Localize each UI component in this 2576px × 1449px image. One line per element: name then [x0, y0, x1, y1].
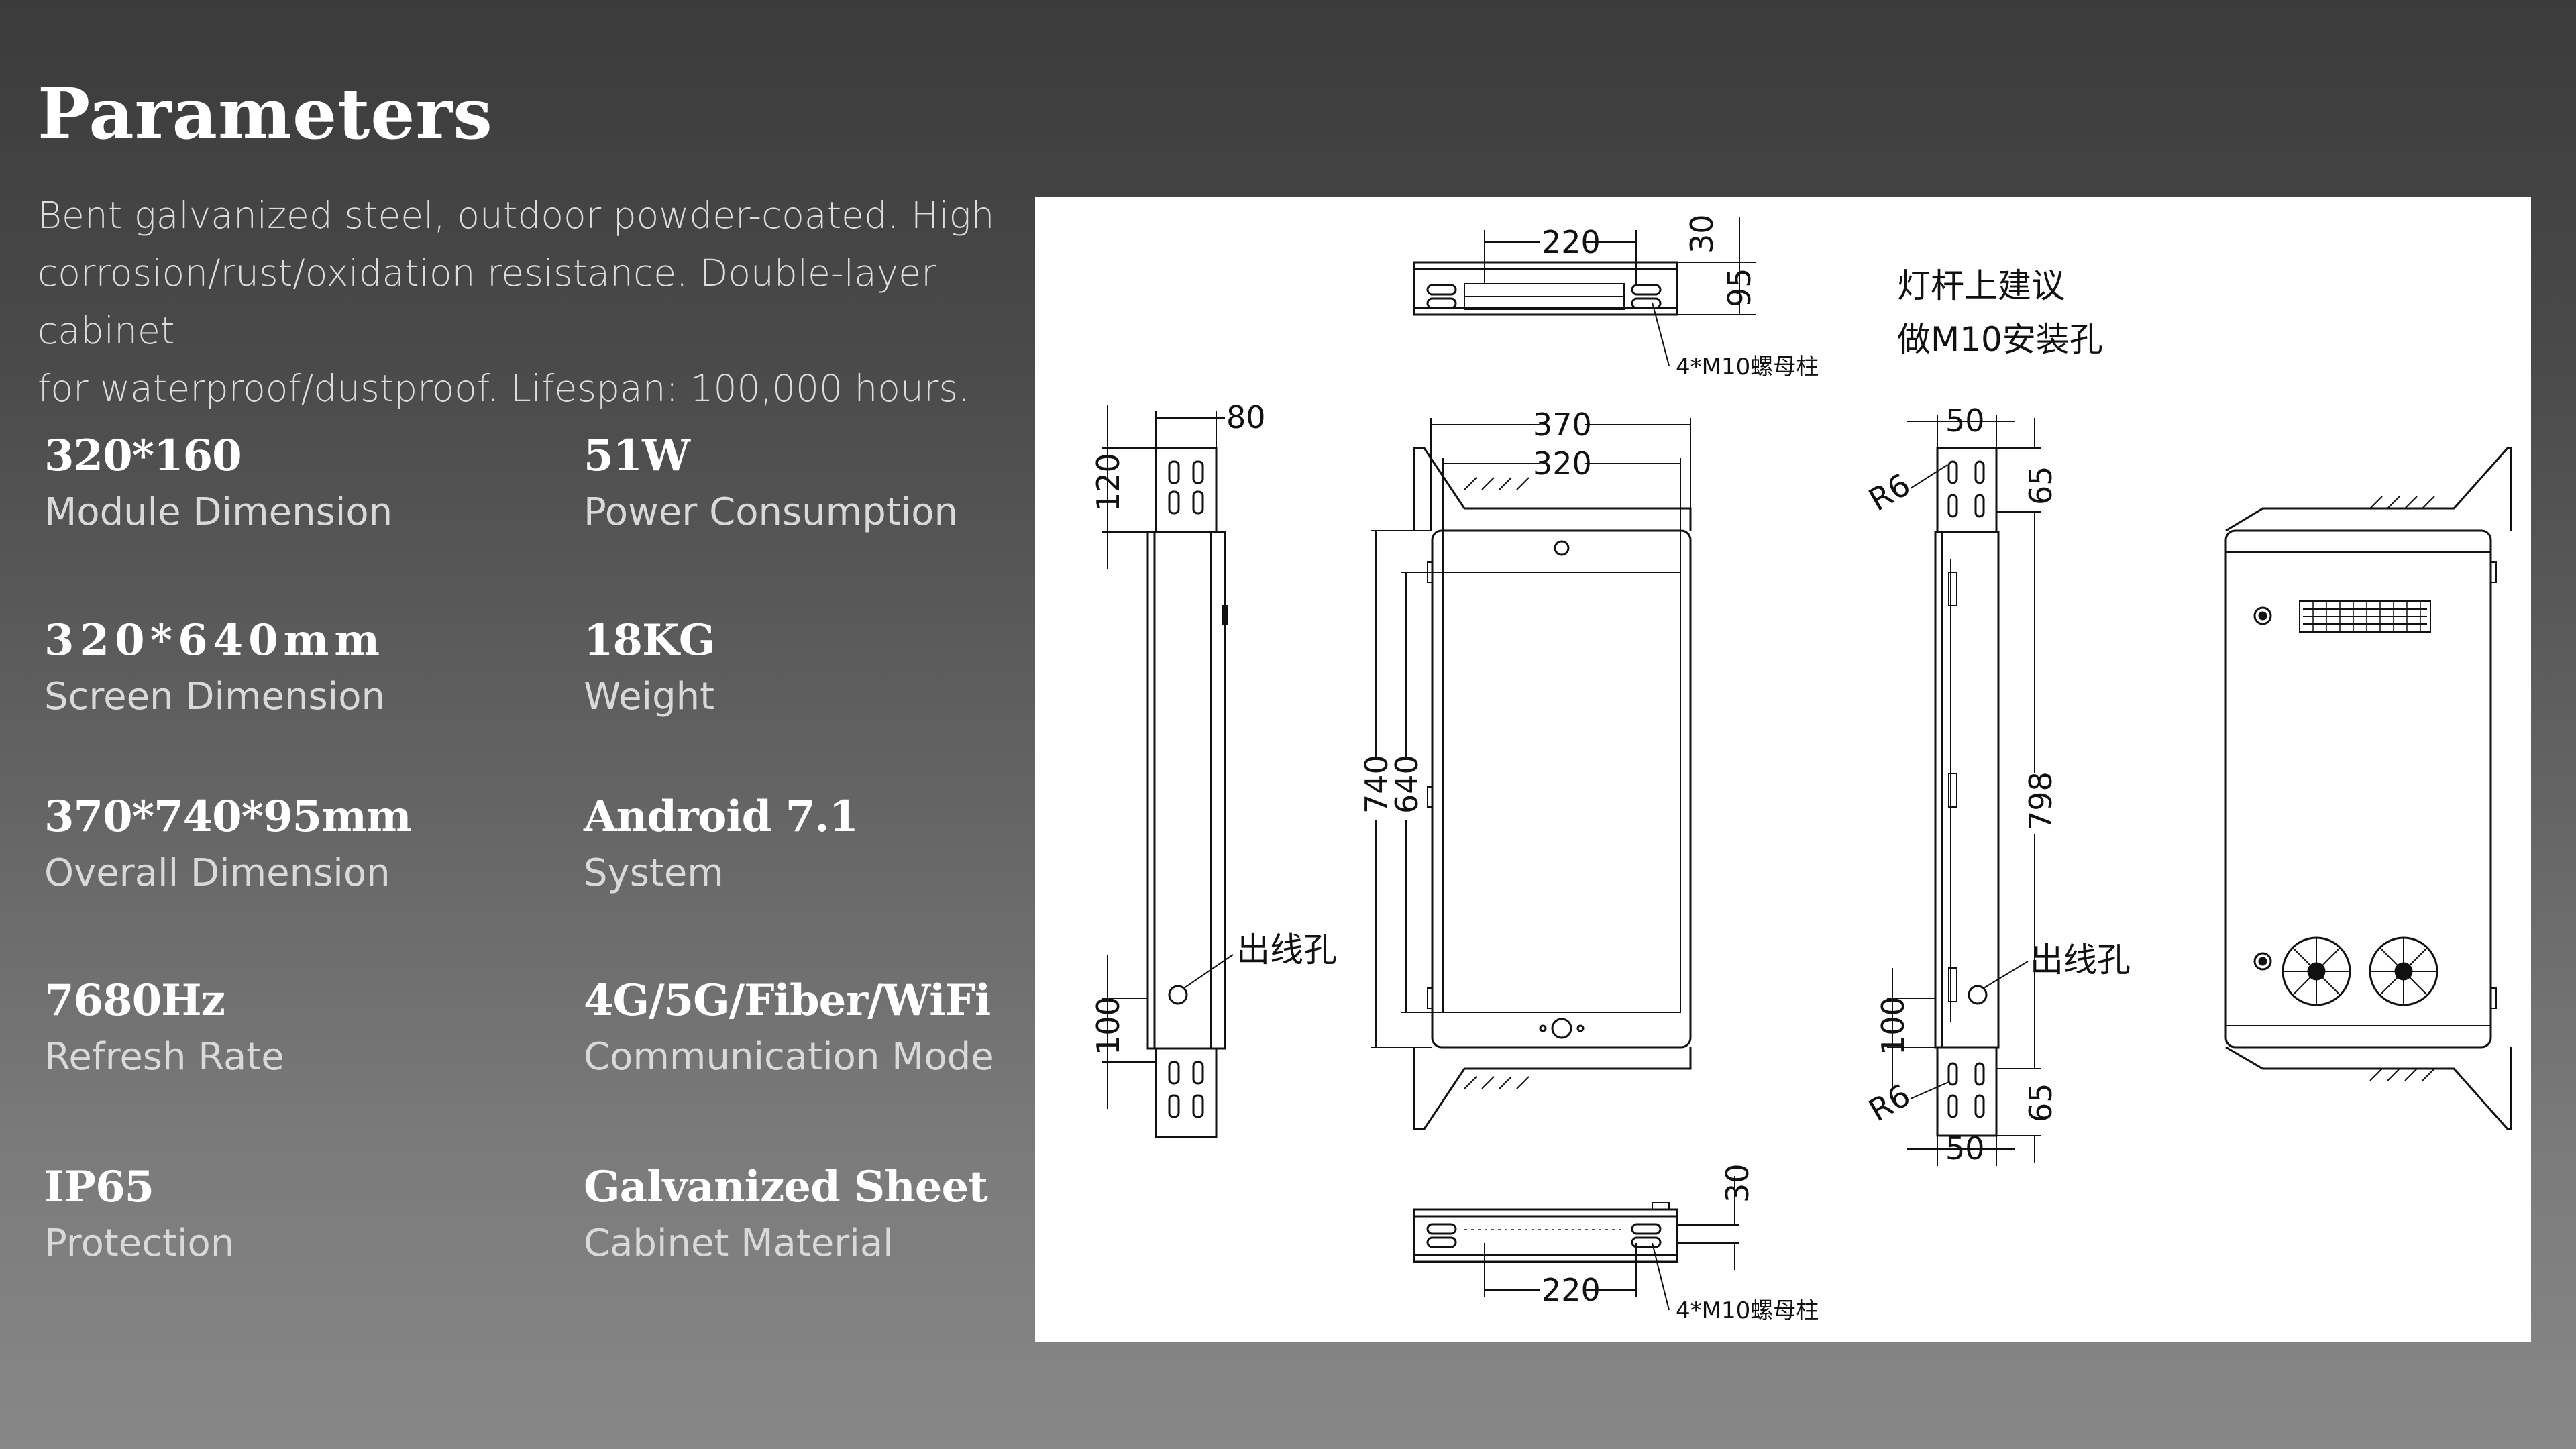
spec-grid: 320*160 Module Dimension 51W Power Consu…	[0, 0, 1033, 1449]
top-width-label: 220	[1542, 224, 1601, 260]
pole-note-line-2: 做M10安装孔	[1897, 320, 2103, 359]
rear-bracket-top-label: 65	[2023, 466, 2059, 505]
spec-system: Android 7.1 System	[584, 790, 1093, 898]
spec-cabinet-material: Galvanized Sheet Cabinet Material	[584, 1161, 1093, 1268]
front-screen-width-label: 320	[1533, 445, 1592, 482]
rear-total-height-label: 798	[2023, 771, 2059, 830]
technical-drawing: 220 30 95 4*M10螺母柱 灯杆上建议 做M10安装孔 80 120 …	[1090, 214, 2512, 1324]
side-cable-hole-label: 出线孔	[1236, 930, 1337, 969]
top-bolt-note: 4*M10螺母柱	[1676, 354, 1819, 380]
spec-screen-dimension: 320*640mm Screen Dimension	[44, 614, 554, 721]
pole-note-line-1: 灯杆上建议	[1897, 266, 2065, 305]
side-bottom-bracket-label: 100	[1090, 996, 1126, 1055]
bottom-view	[1413, 1176, 1739, 1311]
front-overall-width-label: 370	[1533, 407, 1592, 443]
spec-value: Galvanized Sheet	[584, 1162, 988, 1212]
top-small-height-label: 30	[1684, 214, 1720, 254]
description-line-3: for waterproof/dustproof. Lifespan: 100,…	[38, 367, 970, 410]
top-view	[1413, 217, 1756, 366]
spec-value: 320*640mm	[44, 615, 386, 665]
rear-bracket-width-bottom-label: 50	[1945, 1130, 1985, 1167]
spec-value: 320*160	[44, 431, 242, 481]
spec-weight: 18KG Weight	[584, 614, 1093, 721]
front-screen-height-label: 640	[1389, 755, 1425, 814]
technical-drawing-panel: 220 30 95 4*M10螺母柱 灯杆上建议 做M10安装孔 80 120 …	[1035, 197, 2531, 1342]
spec-communication-mode: 4G/5G/Fiber/WiFi Communication Mode	[584, 974, 1093, 1081]
page-title: Parameters	[38, 72, 493, 155]
rear-radius-bottom-label: R6	[1863, 1077, 1917, 1128]
bottom-small-height-label: 30	[1719, 1163, 1756, 1203]
spec-value: 7680Hz	[44, 975, 225, 1026]
description-line-2: corrosion/rust/oxidation resistance. Dou…	[38, 252, 936, 352]
side-view	[1102, 405, 1234, 1138]
spec-label: System	[584, 851, 724, 895]
spec-module-dimension: 320*160 Module Dimension	[44, 429, 554, 537]
spec-label: Protection	[44, 1222, 235, 1265]
bottom-width-label: 220	[1542, 1272, 1601, 1308]
description-line-1: Bent galvanized steel, outdoor powder-co…	[38, 194, 995, 237]
spec-refresh-rate: 7680Hz Refresh Rate	[44, 974, 554, 1081]
spec-label: Refresh Rate	[44, 1035, 284, 1079]
spec-value: 18KG	[584, 615, 715, 665]
spec-label: Power Consumption	[584, 490, 959, 534]
spec-label: Communication Mode	[584, 1035, 994, 1079]
spec-protection: IP65 Protection	[44, 1161, 554, 1268]
spec-label: Screen Dimension	[44, 675, 385, 718]
spec-label: Weight	[584, 675, 715, 718]
front-overall-height-label: 740	[1358, 755, 1395, 814]
rear-bracket-width-label: 50	[1945, 402, 1985, 439]
spec-value: Android 7.1	[584, 792, 859, 842]
rear-view	[2224, 447, 2512, 1130]
front-view	[1371, 418, 1692, 1130]
spec-value: 370*740*95mm	[44, 792, 412, 842]
rear-bottom-bracket-label: 100	[1875, 996, 1911, 1055]
side-top-bracket-label: 120	[1090, 453, 1126, 512]
spec-power-consumption: 51W Power Consumption	[584, 429, 1093, 537]
spec-overall-dimension: 370*740*95mm Overall Dimension	[44, 790, 554, 898]
spec-label: Module Dimension	[44, 490, 393, 534]
bottom-bolt-note: 4*M10螺母柱	[1676, 1297, 1819, 1324]
product-description: Bent galvanized steel, outdoor powder-co…	[38, 186, 1030, 417]
spec-label: Overall Dimension	[44, 851, 390, 895]
rear-side-view	[1887, 415, 2041, 1166]
spec-value: 4G/5G/Fiber/WiFi	[584, 975, 991, 1026]
rear-cable-hole-label: 出线孔	[2030, 941, 2131, 979]
rear-bracket-bottom-label: 65	[2023, 1083, 2059, 1122]
spec-label: Cabinet Material	[584, 1222, 894, 1265]
rear-radius-label: R6	[1863, 466, 1917, 518]
spec-value: IP65	[44, 1162, 154, 1212]
spec-value: 51W	[584, 431, 690, 481]
top-height-label: 95	[1721, 268, 1758, 307]
side-depth-label: 80	[1226, 399, 1266, 435]
